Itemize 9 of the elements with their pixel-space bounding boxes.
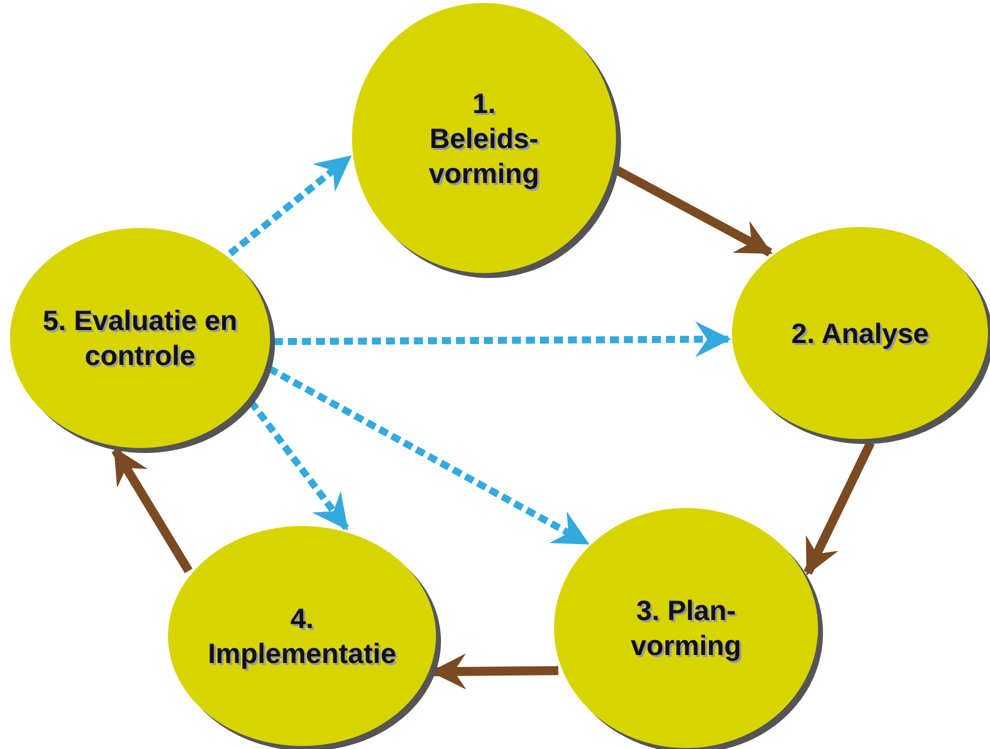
step-label: 2. Analyse [790,316,930,350]
step-label: 4. Implementatie [206,602,398,671]
dashed-arrow [248,400,350,530]
step-label: 1. Beleids- vorming [428,86,540,190]
step-label: 3. Plan- vorming [630,594,742,663]
step-label: 5. Evaluatie en controle [42,304,238,373]
dashed-arrow [274,321,732,358]
arrow [112,448,193,574]
dashed-arrow [228,154,352,256]
